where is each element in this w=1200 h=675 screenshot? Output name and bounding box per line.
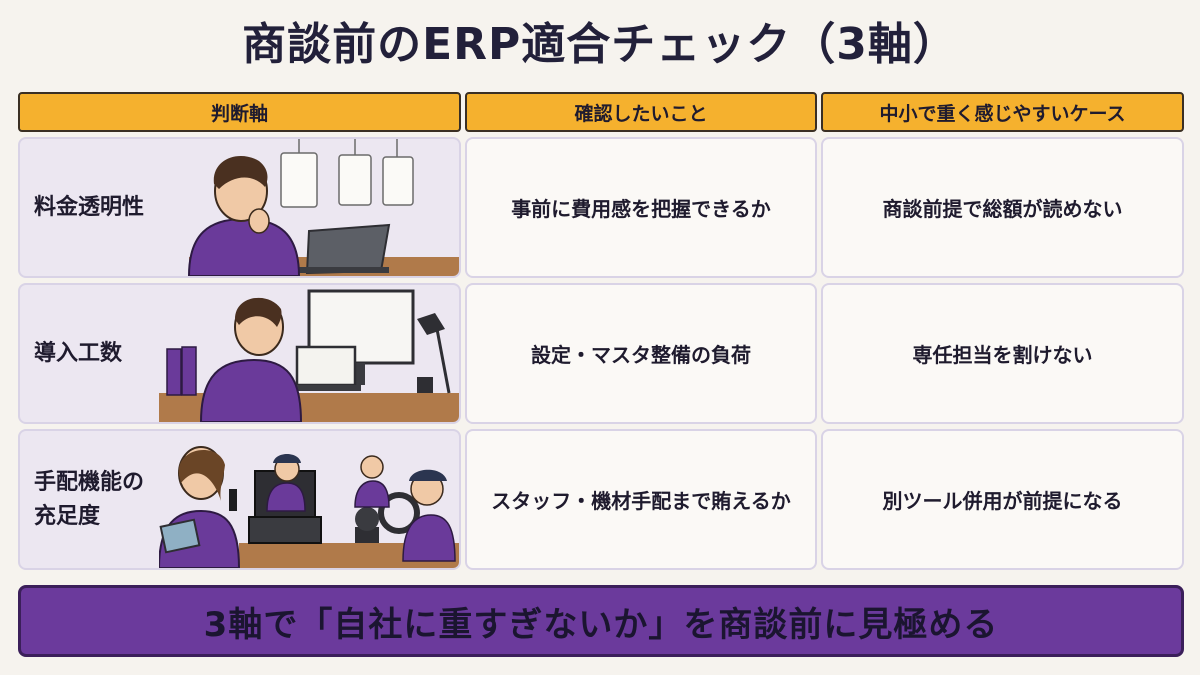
row-axis-cell: 導入工数 <box>18 283 461 424</box>
axis-label: 料金透明性 <box>34 194 145 220</box>
comparison-table: 判断軸 確認したいこと 中小で重く感じやすいケース 料金透明性 事前に費用感 <box>18 92 1184 570</box>
row-case-cell: 別ツール併用が前提になる <box>821 429 1184 570</box>
row-axis-cell: 手配機能の充足度 <box>18 429 461 570</box>
header-axis: 判断軸 <box>18 92 461 132</box>
desk-worker-icon <box>159 289 459 422</box>
thinking-person-icon <box>187 139 459 276</box>
summary-banner: 3軸で「自社に重すぎないか」を商談前に見極める <box>18 585 1184 657</box>
row-axis-cell: 料金透明性 <box>18 137 461 278</box>
page-title: 商談前のERP適合チェック（3軸） <box>242 19 958 70</box>
axis-label: 導入工数 <box>34 340 123 366</box>
row-case-cell: 商談前提で総額が読めない <box>821 137 1184 278</box>
row-check-cell: 事前に費用感を把握できるか <box>465 137 817 278</box>
axis-label: 手配機能の充足度 <box>34 469 145 529</box>
row-case-cell: 専任担当を割けない <box>821 283 1184 424</box>
equipment-staff-icon <box>159 446 459 568</box>
row-check-cell: スタッフ・機材手配まで賄えるか <box>465 429 817 570</box>
header-case: 中小で重く感じやすいケース <box>821 92 1184 132</box>
header-check: 確認したいこと <box>465 92 817 132</box>
row-check-cell: 設定・マスタ整備の負荷 <box>465 283 817 424</box>
